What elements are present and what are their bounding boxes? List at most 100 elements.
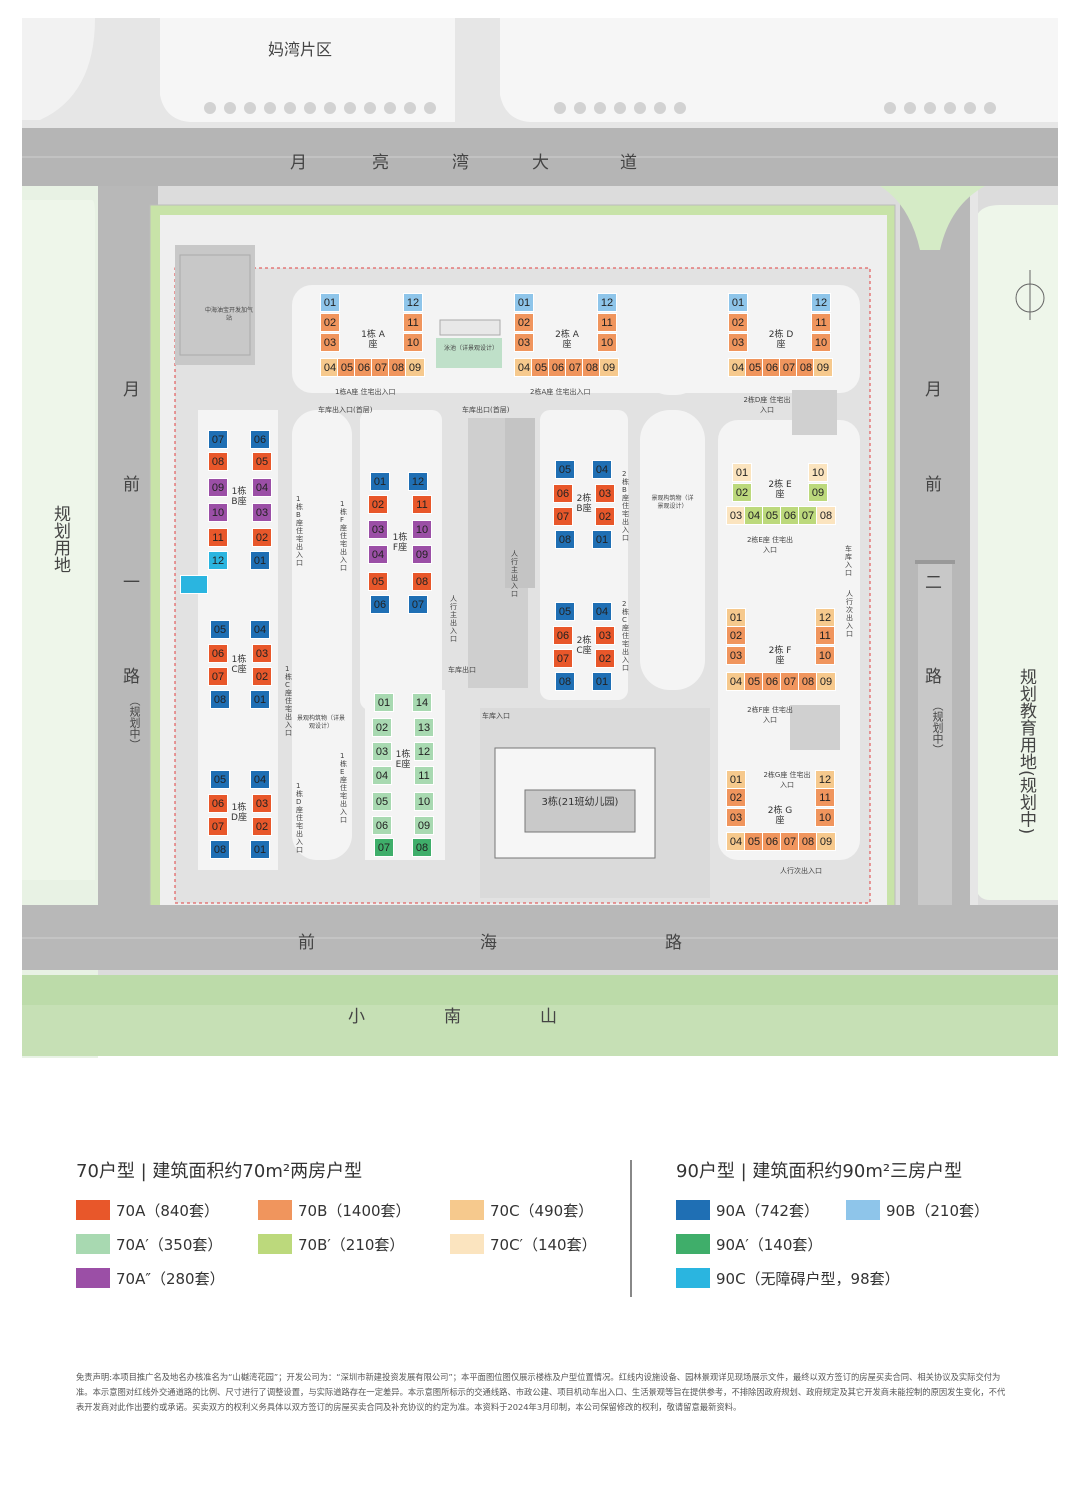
legend-item-90A: 90A（742套） — [676, 1200, 819, 1220]
legend-item-70A-prime: 70A′（350套） — [76, 1234, 222, 1254]
kindergarten-label: 3栋(21班幼儿园) — [541, 797, 619, 808]
legend-swatch — [76, 1234, 110, 1254]
unit-70A: 02 — [252, 528, 272, 547]
unit-70A: 06 — [208, 644, 228, 663]
hill-name-char: 山 — [540, 1007, 557, 1027]
legend-label: 70A″（280套） — [116, 1269, 225, 1288]
unit-70A-double-prime: 09 — [208, 478, 228, 497]
legend-swatch — [258, 1234, 292, 1254]
road-name-left-char: 路 — [123, 667, 140, 687]
landscape-structure-label: 景观构筑物（详景观设计） — [651, 495, 694, 510]
unit-70B: 06 — [762, 832, 782, 851]
unit-90A: 04 — [250, 620, 270, 639]
legend-item-70A-double-prime: 70A″（280套） — [76, 1268, 225, 1288]
unit-70A-prime: 12 — [414, 742, 434, 761]
unit-70C: 04 — [726, 832, 746, 851]
unit-70A: 11 — [208, 528, 228, 547]
entrance-label: 2栋F座 住宅出入口 — [747, 706, 793, 724]
unit-70A: 02 — [252, 817, 272, 836]
unit-90A-prime: 08 — [412, 838, 432, 857]
unit-70A: 06 — [553, 484, 573, 503]
unit-70C: 12 — [815, 770, 835, 789]
road-name-right-char: 路 — [925, 667, 942, 687]
road-left-note: （规划中） — [128, 695, 141, 750]
unit-70B: 11 — [815, 788, 835, 807]
entrance-label: 1栋F座 住宅出入口 — [340, 500, 347, 572]
unit-70B-prime: 07 — [798, 506, 818, 525]
unit-70A-double-prime: 03 — [252, 503, 272, 522]
building-label: 1栋 A座 — [361, 330, 385, 350]
unit-90A: 06 — [250, 430, 270, 449]
unit-70A: 07 — [553, 507, 573, 526]
road-name-right-char: 前 — [925, 475, 942, 495]
unit-90A: 04 — [592, 460, 612, 479]
unit-70A-double-prime: 10 — [208, 503, 228, 522]
road-right-note: （规划中） — [931, 700, 944, 755]
unit-70A: 07 — [553, 649, 573, 668]
road-name-left-char: 月 — [123, 380, 140, 400]
road-name-left-char: 一 — [123, 573, 140, 593]
unit-90C — [180, 575, 208, 594]
unit-70A: 08 — [208, 452, 228, 471]
unit-70B: 11 — [811, 313, 831, 332]
unit-70B: 02 — [726, 788, 746, 807]
legend-item-90C: 90C（无障碍户型，98套） — [676, 1268, 900, 1288]
unit-70B: 02 — [726, 626, 746, 645]
building-label: 1栋 D座 — [231, 803, 247, 823]
entrance-label: 1栋E座 住宅出入口 — [340, 752, 347, 824]
unit-70C: 01 — [726, 770, 746, 789]
gas-station-label: 中海油宝开发加气站 — [205, 307, 254, 322]
unit-90A: 05 — [210, 770, 230, 789]
unit-70A-double-prime: 04 — [368, 545, 388, 564]
garage-entrance-label: 车库出入口(首层) — [318, 406, 373, 414]
legend-label: 90C（无障碍户型，98套） — [716, 1269, 900, 1288]
unit-90B: 12 — [597, 293, 617, 312]
unit-90A: 05 — [210, 620, 230, 639]
unit-90B: 01 — [320, 293, 340, 312]
unit-70C: 09 — [599, 358, 619, 377]
unit-70A-prime: 14 — [412, 693, 432, 712]
legend-swatch — [258, 1200, 292, 1220]
unit-70A: 06 — [553, 626, 573, 645]
unit-70A-prime: 11 — [414, 766, 434, 785]
unit-90A: 08 — [210, 840, 230, 859]
unit-70B: 05 — [744, 832, 764, 851]
right-land-label: 规划教育用地(规划中) — [1016, 668, 1036, 835]
unit-70A-prime: 04 — [372, 766, 392, 785]
building-label: 1栋 C座 — [231, 655, 247, 675]
legend-item-90A-prime: 90A′（140套） — [676, 1234, 822, 1254]
legend-title-90: 90户型 | 建筑面积约90m²三房户型 — [676, 1161, 963, 1182]
unit-70B: 08 — [798, 832, 818, 851]
legend-item-70B-prime: 70B′（210套） — [258, 1234, 404, 1254]
legend-label: 70B′（210套） — [298, 1235, 405, 1254]
garage-entrance-label: 车库入口 — [845, 545, 852, 577]
unit-70A-double-prime: 04 — [252, 478, 272, 497]
legend-item-70A: 70A（840套） — [76, 1200, 219, 1220]
unit-90A: 12 — [408, 472, 428, 491]
unit-70B: 10 — [815, 808, 835, 827]
unit-90A: 07 — [208, 430, 228, 449]
legend-swatch — [76, 1268, 110, 1288]
unit-70A-prime: 06 — [372, 816, 392, 835]
legend-swatch — [450, 1234, 484, 1254]
unit-70C: 04 — [514, 358, 534, 377]
unit-70B: 05 — [744, 672, 764, 691]
unit-70B: 06 — [354, 358, 374, 377]
building-label: 2栋 E座 — [768, 480, 792, 500]
unit-90B: 12 — [403, 293, 423, 312]
building-label: 1栋 B座 — [231, 487, 247, 507]
unit-70B: 11 — [597, 313, 617, 332]
unit-90A: 01 — [370, 472, 390, 491]
unit-70B: 07 — [780, 832, 800, 851]
legend-label: 90A（742套） — [716, 1201, 819, 1220]
unit-90A: 07 — [408, 595, 428, 614]
unit-90A: 01 — [250, 551, 270, 570]
unit-70A: 08 — [412, 572, 432, 591]
unit-90A: 08 — [210, 690, 230, 709]
road-name-bottom-char: 路 — [665, 933, 682, 953]
unit-70A: 03 — [595, 484, 615, 503]
unit-90A: 08 — [555, 672, 575, 691]
unit-90B: 01 — [728, 293, 748, 312]
road-name-left-char: 前 — [123, 475, 140, 495]
unit-70A: 02 — [368, 495, 388, 514]
